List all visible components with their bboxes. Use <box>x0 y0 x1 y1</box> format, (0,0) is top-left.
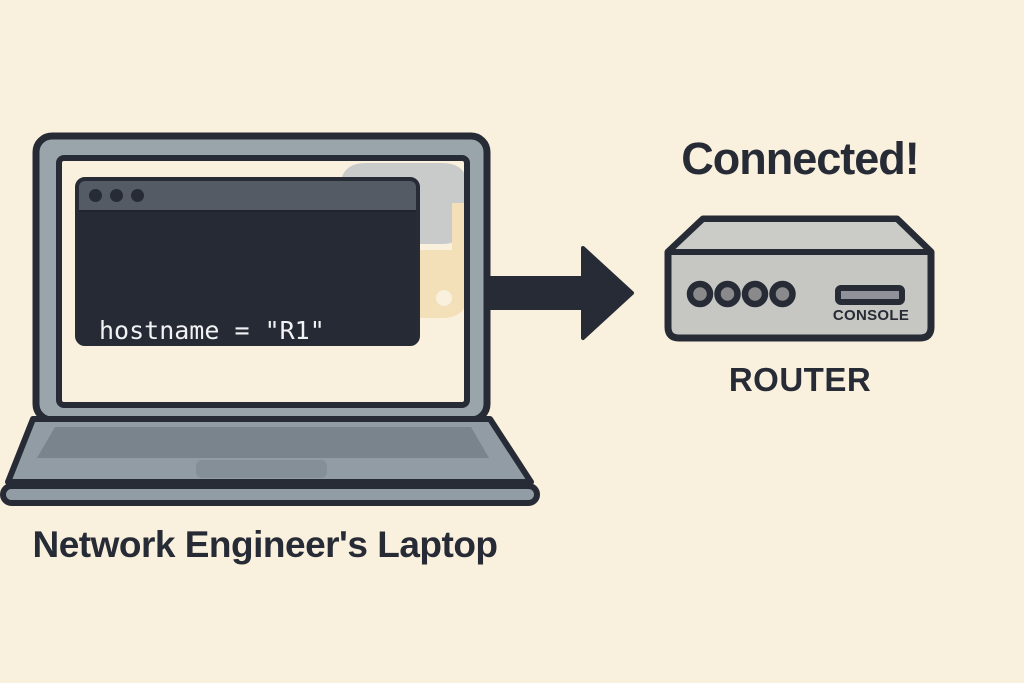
router-caption: ROUTER <box>728 361 872 398</box>
code-line: hostname = "R1" <box>99 316 325 345</box>
router-port-leds <box>686 280 796 308</box>
console-port-label: CONSOLE <box>832 307 910 324</box>
console-port-icon <box>835 285 905 305</box>
laptop-keyboard <box>37 427 489 458</box>
status-text-connected: Connected! <box>681 133 920 184</box>
window-control-dot <box>89 189 102 202</box>
router-port-led <box>741 280 769 308</box>
laptop-trackpad <box>196 460 327 478</box>
window-control-dot <box>110 189 123 202</box>
python-eye-dot <box>436 290 452 306</box>
laptop-caption: Network Engineer's Laptop <box>32 524 498 565</box>
code-editor-content: hostname = "R1" print(f"Connecting to (h… <box>79 212 416 345</box>
router-top-face <box>665 216 934 255</box>
window-titlebar <box>79 181 416 212</box>
router-illustration <box>664 215 935 342</box>
router-port-led <box>769 280 796 308</box>
code-editor-window: hostname = "R1" print(f"Connecting to (h… <box>75 177 420 346</box>
window-control-dot <box>131 189 144 202</box>
router-port-led <box>714 280 741 308</box>
flow-arrow-icon <box>488 246 634 340</box>
laptop-base-lip <box>0 483 540 506</box>
router-port-led <box>686 280 714 308</box>
